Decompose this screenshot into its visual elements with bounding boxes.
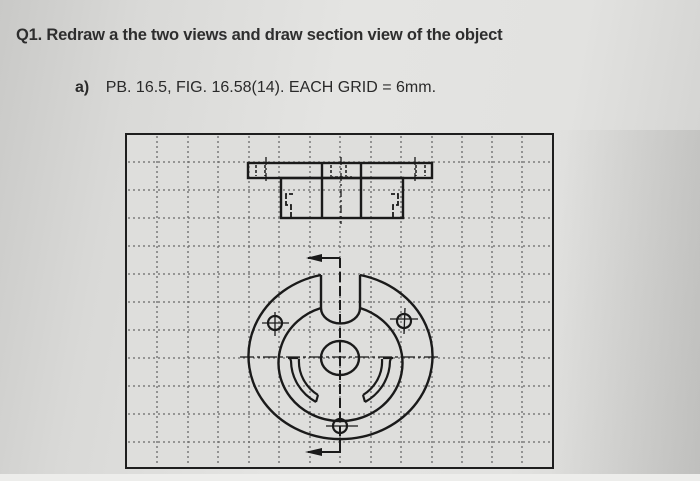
question-part: a) PB. 16.5, FIG. 16.58(14). EACH GRID =… — [75, 79, 436, 97]
bolt-hole-left — [262, 312, 289, 336]
front-view — [246, 157, 434, 224]
photo-bottom-edge — [0, 474, 700, 481]
bolt-hole-right — [390, 307, 418, 335]
question-title: Q1. Redraw a the two views and draw sect… — [16, 26, 503, 44]
part-label: a) — [75, 79, 90, 96]
part-text: PB. 16.5, FIG. 16.58(14). EACH GRID = 6m… — [105, 79, 437, 96]
cutting-plane-line — [305, 254, 341, 456]
plan-view — [240, 254, 440, 456]
grid-lines-vertical — [156, 136, 523, 466]
arrow-top-icon — [306, 254, 322, 262]
arrow-bottom-icon — [305, 448, 322, 456]
